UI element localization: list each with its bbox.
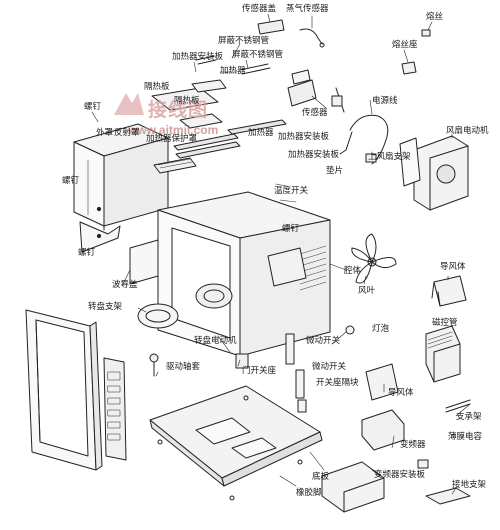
switch-parts [235, 325, 355, 413]
leader-lines [91, 13, 471, 495]
heat-shield-parts [151, 79, 227, 174]
label-heater-mount-1: 加热器安装板 [172, 52, 224, 62]
label-air-guide-2: 导风体 [388, 388, 414, 398]
air-guide-parts [365, 275, 467, 401]
watermark-logo-icon [114, 93, 144, 115]
cavity-part [129, 191, 331, 357]
label-screw-4: 螺钉 [282, 224, 300, 234]
label-waveguide-cover: 波导盖 [112, 280, 138, 290]
heater-rods [173, 55, 287, 159]
label-air-guide-1: 导风体 [440, 262, 466, 272]
label-film-capacitor: 薄膜电容 [448, 432, 483, 442]
label-lamp: 灯泡 [372, 324, 390, 334]
control-panel-part [103, 357, 127, 461]
watermark-url: www.aitmii.com [128, 123, 219, 137]
outer-casing-part [73, 123, 169, 253]
power-cord-part [339, 114, 389, 165]
fan-motor-part [399, 135, 469, 211]
label-outer-casing: 外罩 [96, 128, 114, 138]
label-magnetron: 磁控管 [432, 318, 458, 328]
label-door-switch-base: 门开关座 [242, 366, 277, 376]
label-ground-bracket: 接地支架 [452, 480, 487, 490]
label-transformer: 变频器 [400, 440, 426, 450]
label-heater-1: 加热器 [220, 66, 246, 76]
label-heat-shield-2: 隔热板 [174, 96, 200, 106]
sensor-parts [257, 19, 431, 113]
label-rubber-foot: 橡胶脚 [296, 488, 322, 498]
label-heater-2: 加热器 [248, 128, 274, 138]
label-sensor-cover: 传感器盖 [242, 4, 277, 14]
label-heater-guard: 加热器保护罩 [146, 134, 198, 144]
label-power-cord: 电源线 [372, 96, 398, 106]
label-upper-fan-bracket: 上风扇支架 [368, 152, 411, 162]
label-fan-blade: 风叶 [358, 286, 376, 296]
label-base-plate: 底板 [312, 472, 330, 482]
label-bracket: 支承架 [456, 412, 482, 422]
label-turntable-motor: 转盘电动机 [194, 336, 237, 346]
label-heater-mount-2: 加热器安装板 [278, 132, 330, 142]
label-screw-1: 螺钉 [84, 102, 102, 112]
watermark-site-name: 接线图 [148, 100, 209, 121]
label-screw-2: 螺钉 [62, 176, 80, 186]
label-shield-pipe-2: 屏蔽不锈钢管 [232, 50, 284, 60]
label-cavity: 腔体 [344, 266, 362, 276]
label-sensor: 传感器 [302, 108, 328, 118]
label-thermo-switch: 温度开关 [274, 186, 309, 196]
inverter-parts [321, 399, 471, 513]
fan-blade-part [351, 233, 397, 284]
door-part [25, 309, 103, 471]
label-reflector: 反射罩 [114, 128, 140, 138]
label-turntable-support: 转盘支架 [88, 302, 123, 312]
label-screw-3: 螺钉 [78, 248, 96, 258]
label-shield-pipe-1: 屏蔽不锈钢管 [218, 36, 270, 46]
label-micro-switch-2: 微动开关 [312, 362, 347, 372]
label-drive-shaft: 驱动轴套 [166, 362, 201, 372]
label-fan-motor: 风扇电动机 [446, 126, 489, 136]
label-fuse: 熔丝 [426, 12, 444, 22]
label-fuse-holder: 熔丝座 [392, 40, 418, 50]
label-steam-sensor: 蒸气传感器 [286, 4, 329, 14]
label-switch-base-spacer: 开关座隔块 [316, 378, 359, 388]
label-gasket: 垫片 [326, 166, 344, 176]
label-heat-shield-1: 隔热板 [144, 82, 170, 92]
turntable-support-part [137, 303, 179, 377]
label-heater-mount-3: 加热器安装板 [288, 150, 340, 160]
base-plate-part [149, 385, 323, 501]
magnetron-part [425, 325, 461, 383]
label-inverter-mount: 变频器安装板 [374, 470, 426, 480]
label-micro-switch-1: 微动开关 [306, 336, 341, 346]
